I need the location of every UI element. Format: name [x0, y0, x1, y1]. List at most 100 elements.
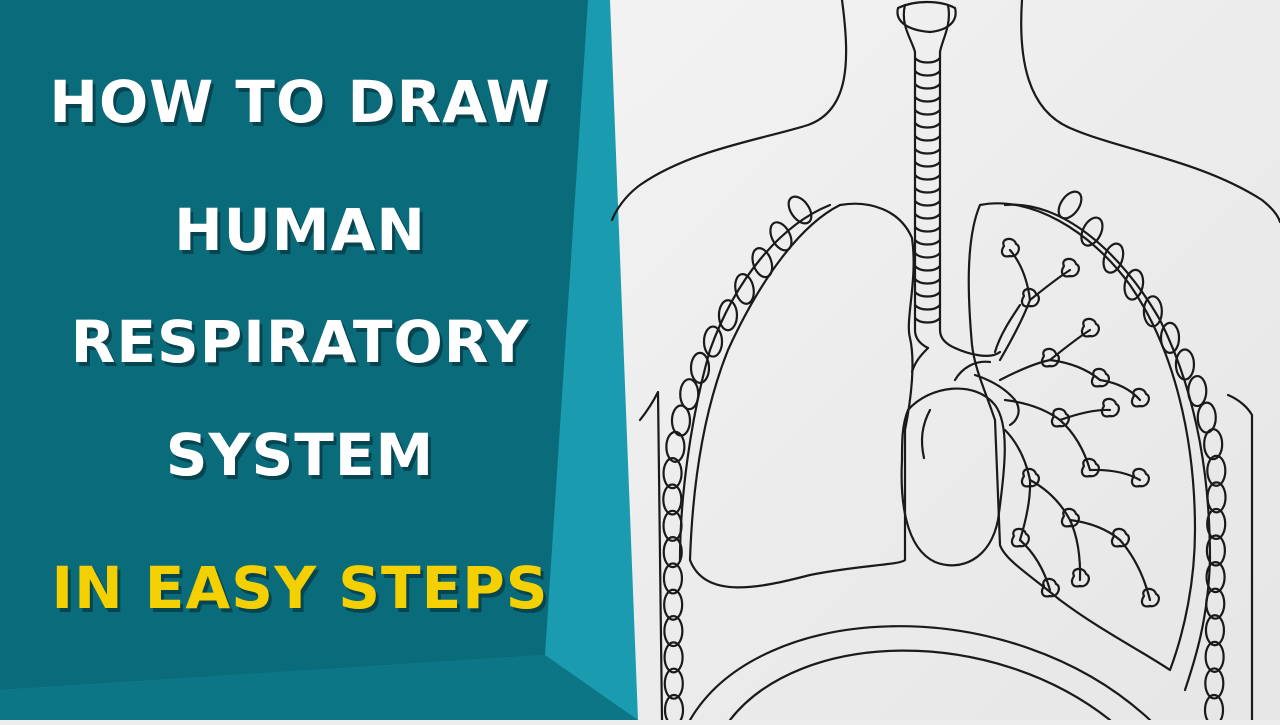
diaphragm-outer: [688, 625, 1152, 722]
alveoli-cluster: [1050, 407, 1070, 428]
rib-segment: [787, 195, 813, 225]
larynx: [896, 0, 957, 34]
diaphragm-inner: [728, 649, 1112, 722]
rib-segment: [663, 614, 684, 648]
bronchiole: [1068, 518, 1082, 582]
bronchiole: [1098, 378, 1142, 402]
trachea-ring: [913, 95, 942, 103]
trachea-ring: [913, 82, 942, 90]
alveoli-cluster: [1130, 467, 1150, 488]
rib-segment: [1206, 454, 1227, 487]
trachea-ring: [913, 238, 942, 246]
right-shoulder-outline: [1020, 0, 1280, 224]
rib-segment: [1204, 667, 1225, 700]
bronchiole: [998, 298, 1032, 362]
left-pleura: [1003, 203, 1212, 692]
trachea-right-wall: [938, 3, 957, 350]
teal-panel-dark: [0, 0, 588, 690]
rib-segment: [717, 299, 739, 332]
rib-segment: [1142, 295, 1163, 328]
left-body-side: [638, 390, 664, 722]
rib-segment: [1204, 640, 1225, 673]
rib-segment: [663, 693, 685, 725]
bronchiole: [1068, 518, 1122, 542]
trachea-ring: [913, 225, 942, 233]
trachea-ring: [913, 316, 942, 324]
bronchiole: [1118, 538, 1152, 602]
rib-segment: [662, 509, 683, 542]
rib-segment: [689, 351, 711, 384]
rib-segment: [1204, 614, 1226, 647]
rib-segment: [1206, 481, 1227, 514]
bronchiole: [1058, 408, 1112, 422]
bronchiole: [1018, 478, 1032, 542]
trachea-ring: [913, 147, 942, 155]
alveoli-cluster: [1040, 577, 1060, 598]
rib-segment: [1174, 348, 1196, 381]
rib-segment: [734, 273, 755, 305]
trachea-ring: [913, 251, 942, 259]
trachea-ring: [913, 199, 942, 207]
ribs-right: [1057, 190, 1227, 725]
rib-segment: [662, 483, 683, 516]
rib-segment: [1205, 561, 1226, 594]
rib-segment: [1123, 268, 1145, 301]
trachea-ring: [913, 56, 942, 64]
left-main-bronchus: [953, 346, 1002, 357]
bronchiole: [1018, 538, 1052, 592]
rib-segment: [1205, 534, 1226, 567]
alveoli-cluster: [1110, 527, 1130, 548]
pulmonary-artery: [973, 373, 1020, 427]
rib-segment: [663, 641, 684, 674]
rib-segment: [662, 562, 684, 595]
rib-segment: [1057, 190, 1083, 220]
rib-segment: [1080, 216, 1104, 247]
bronchiole: [1048, 358, 1102, 382]
rib-segment: [751, 247, 774, 279]
rib-segment: [1203, 693, 1225, 725]
right-lung: [688, 202, 915, 589]
bronchiole: [1058, 418, 1092, 472]
rib-segment: [1203, 428, 1224, 461]
alveoli-cluster: [1010, 527, 1030, 548]
rib-segment: [702, 325, 724, 358]
teal-panel-shadow: [0, 655, 638, 720]
rib-segment: [663, 667, 684, 700]
rib-segment: [1159, 321, 1181, 354]
bronchiole: [1088, 468, 1142, 482]
rib-segment: [663, 588, 684, 621]
bronchiole: [1028, 268, 1072, 302]
trachea-ring: [913, 69, 942, 77]
heart-detail-line: [920, 408, 932, 460]
ribs-left: [662, 195, 813, 725]
alveoli-cluster: [1070, 567, 1090, 588]
right-main-bronchus: [910, 346, 930, 374]
heart: [900, 387, 1006, 567]
trachea-ring: [913, 264, 942, 272]
aorta: [953, 360, 992, 382]
alveoli-cluster: [1100, 397, 1120, 418]
left-shoulder-outline: [610, 0, 848, 222]
alveoli-cluster: [1080, 317, 1100, 338]
trachea-ring: [913, 173, 942, 181]
bronchiole: [1003, 428, 1032, 482]
trachea-ring: [913, 303, 942, 311]
trachea-ring: [913, 108, 942, 116]
trachea-ring: [913, 121, 942, 129]
rib-segment: [662, 457, 683, 490]
alveoli-cluster: [1080, 457, 1100, 478]
left-upper-bronchus: [993, 303, 1022, 354]
rib-segment: [1205, 587, 1226, 620]
trachea-rings: [913, 56, 942, 324]
trachea-ring: [913, 290, 942, 298]
paper-background: [560, 0, 1280, 720]
bronchiole: [1028, 478, 1072, 522]
trachea-ring: [913, 134, 942, 142]
rib-segment: [665, 430, 686, 463]
trachea-ring: [913, 277, 942, 285]
trachea-ring: [913, 186, 942, 194]
alveoli-cluster: [1000, 237, 1020, 258]
alveoli-cluster: [1060, 257, 1080, 278]
